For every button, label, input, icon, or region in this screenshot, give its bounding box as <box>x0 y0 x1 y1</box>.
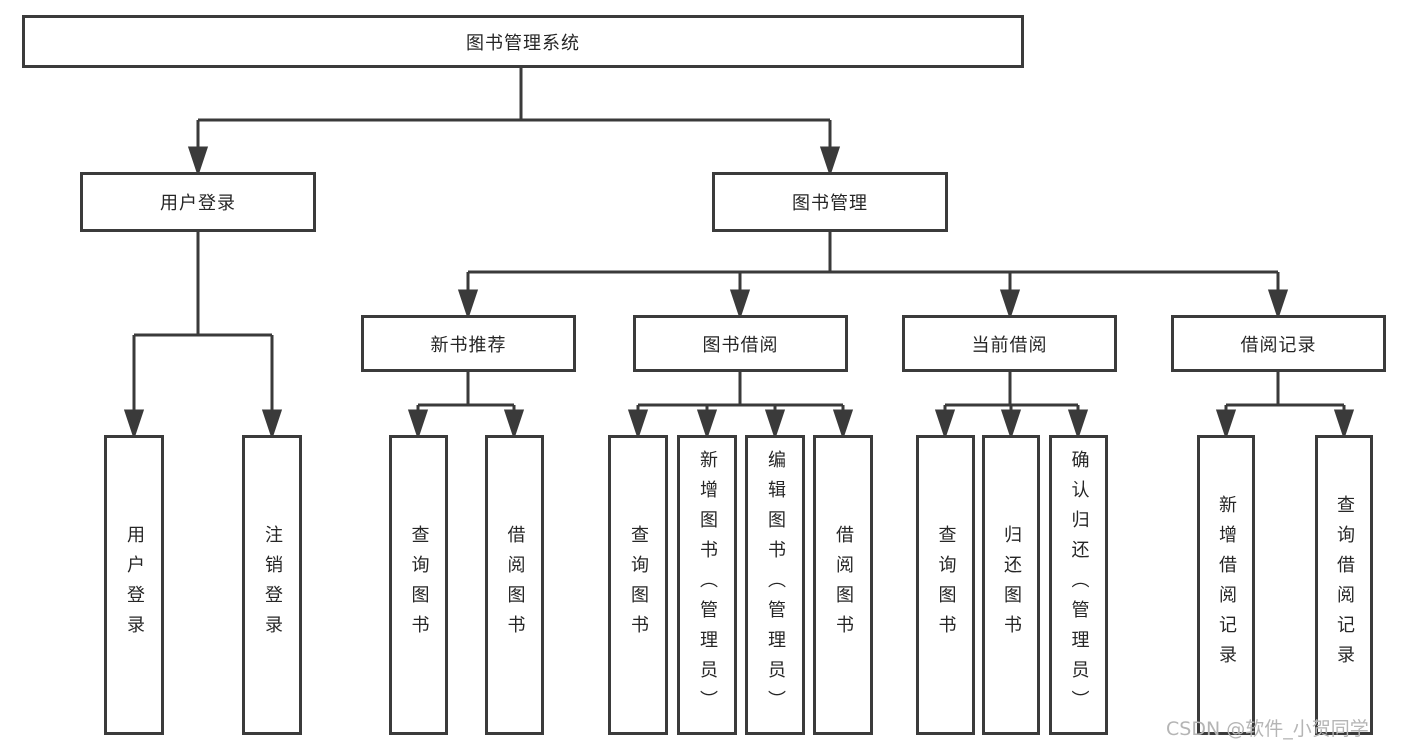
leaf-edit-book-admin: 编辑图书（管理员） <box>745 435 805 735</box>
node-borrow-records: 借阅记录 <box>1171 315 1386 372</box>
leaf-borrow-books-1: 借阅图书 <box>485 435 544 735</box>
connector-records-to-children <box>1215 372 1355 440</box>
leaf-query-borrow-record: 查询借阅记录 <box>1315 435 1373 735</box>
node-new-book-recommend: 新书推荐 <box>361 315 576 372</box>
node-current-borrowing: 当前借阅 <box>902 315 1117 372</box>
connector-current-to-children <box>934 372 1089 440</box>
leaf-add-book-admin: 新增图书（管理员） <box>677 435 737 735</box>
leaf-query-books-3: 查询图书 <box>916 435 975 735</box>
leaf-query-books-2: 查询图书 <box>608 435 668 735</box>
connector-userlogin-to-children <box>123 232 283 440</box>
connector-borrow-to-children <box>627 372 854 440</box>
node-user-login: 用户登录 <box>80 172 316 232</box>
node-book-management: 图书管理 <box>712 172 948 232</box>
leaf-borrow-books-2: 借阅图书 <box>813 435 873 735</box>
node-root: 图书管理系统 <box>22 15 1024 68</box>
leaf-logout: 注销登录 <box>242 435 302 735</box>
connector-root-to-level2 <box>187 68 841 177</box>
csdn-watermark: CSDN @软件_小贺同学 <box>1166 718 1369 740</box>
connector-newbook-to-children <box>407 372 525 440</box>
leaf-user-login: 用户登录 <box>104 435 164 735</box>
leaf-add-borrow-record: 新增借阅记录 <box>1197 435 1255 735</box>
leaf-confirm-return-admin: 确认归还（管理员） <box>1049 435 1108 735</box>
leaf-query-books-1: 查询图书 <box>389 435 448 735</box>
connector-bookmgmt-to-level3 <box>457 232 1289 320</box>
node-book-borrowing: 图书借阅 <box>633 315 848 372</box>
leaf-return-book: 归还图书 <box>982 435 1040 735</box>
